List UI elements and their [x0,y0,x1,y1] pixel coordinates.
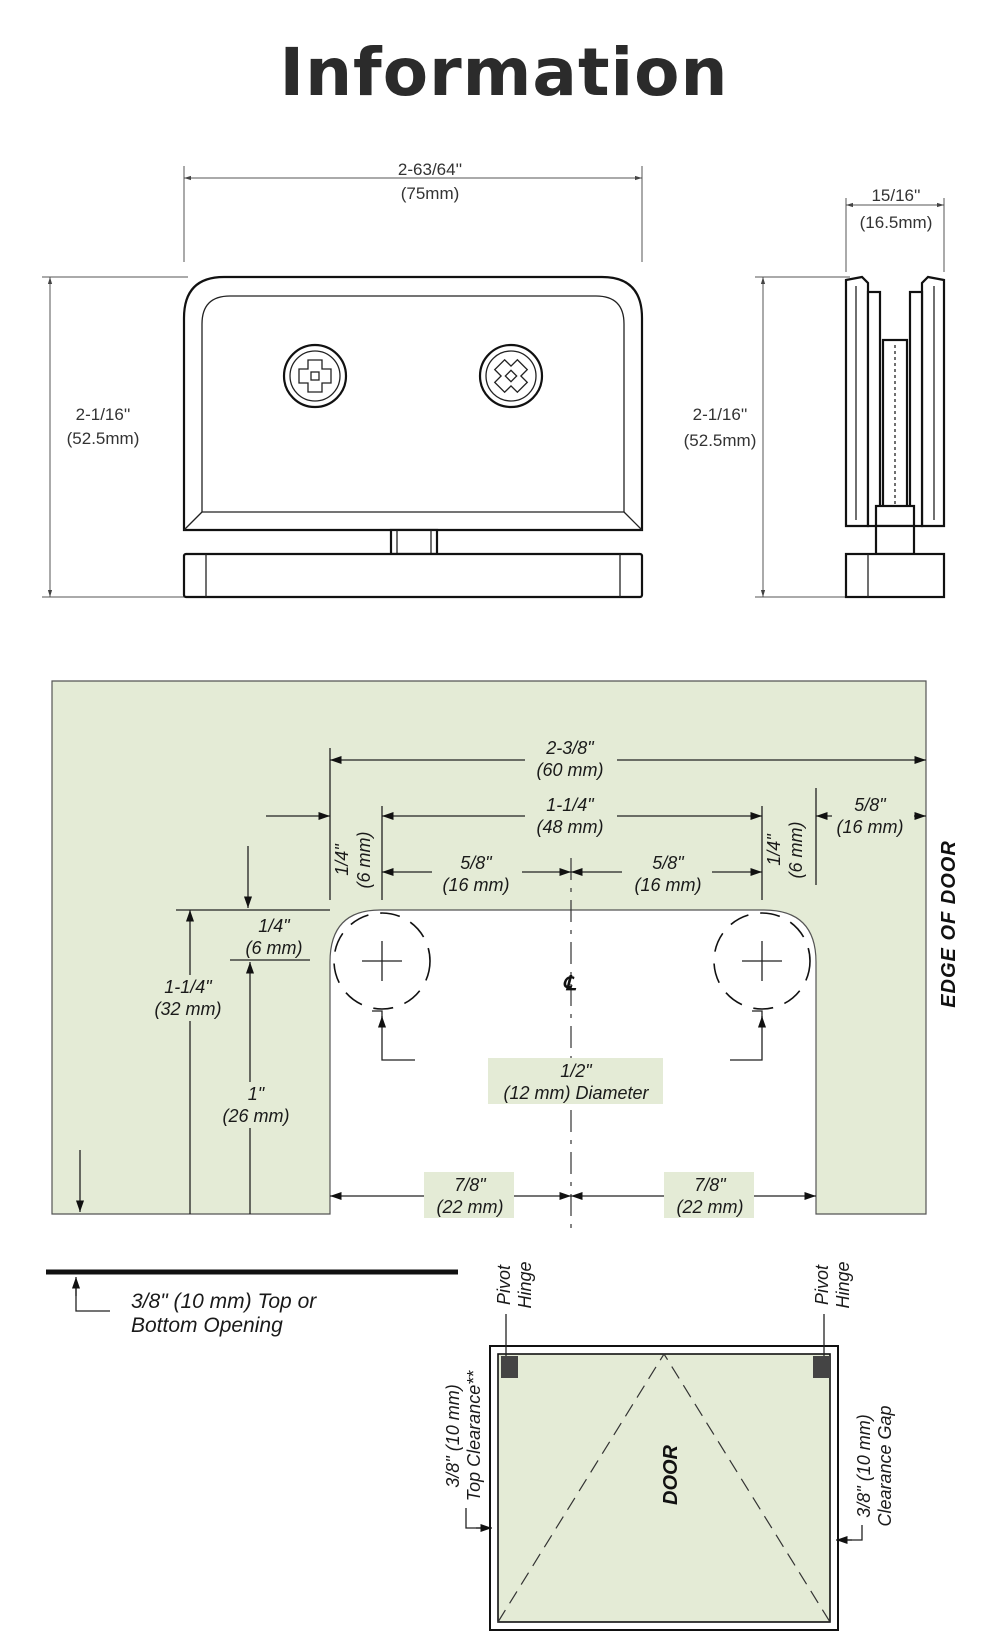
dim-depth-mm: (32 mm) [155,999,222,1019]
dim-overall-mm: (60 mm) [537,760,604,780]
pivot-left-line1: Pivot [494,1264,514,1305]
dim-depth: 1-1/4" [164,977,213,997]
dim-left-quarter-mm: (6 mm) [354,832,374,889]
side-clearance-line1: 3/8" (10 mm) [854,1414,874,1517]
side-base [844,552,946,599]
opening-note: 3/8" (10 mm) Top or Bottom Opening [46,1269,458,1337]
dim-top-offset-mm: (6 mm) [246,938,303,958]
edge-of-door-label: EDGE OF DOOR [938,840,960,1008]
clamp-base [182,552,644,599]
pivot-hinge-right [813,1356,830,1378]
door-panel [497,1353,831,1623]
pivot-right-line2: Hinge [833,1261,853,1308]
side-left-jaw [844,275,870,528]
dim-bottom-right-mm: (22 mm) [677,1197,744,1217]
page-title: Information [279,34,729,111]
side-clearance-line2: Clearance Gap [875,1405,895,1526]
dim-bottom-left: 7/8" [454,1175,487,1195]
side-thickness-mm: (16.5mm) [860,213,933,232]
pivot-stem [389,528,439,556]
side-right-jaw [920,275,946,528]
door-label: DOOR [660,1444,682,1505]
side-height-label: 2-1/16'' [693,405,748,424]
dim-hole-height: 1" [248,1084,266,1104]
hole-left [333,912,431,1010]
pivot-right-line1: Pivot [812,1264,832,1305]
dim-right-half: 5/8" [652,853,685,873]
dim-overall: 2-3/8" [545,738,595,758]
dim-right-quarter: 1/4" [764,833,784,866]
front-width-label: 2-63/64'' [398,160,462,179]
door-diagram: DOOR Pivot Hinge Pivot Hinge 3/8" (10 mm… [443,1261,895,1631]
dim-bottom-right: 7/8" [694,1175,727,1195]
dim-right-quarter-mm: (6 mm) [786,822,806,879]
side-thickness-label: 15/16'' [871,186,920,205]
screw-right [478,343,544,409]
dim-right-half-mm: (16 mm) [635,875,702,895]
dim-left-quarter: 1/4" [332,843,352,876]
screw-left [282,343,348,409]
front-view: 2-63/64'' (75mm) 2-1/16'' (52.5mm) [42,160,644,599]
dim-holes-mm: (48 mm) [537,817,604,837]
dim-edge-mm: (16 mm) [837,817,904,837]
glass-template-shape [51,680,927,1215]
opening-note-line2: Bottom Opening [131,1314,283,1337]
hole-diameter-text: (12 mm) Diameter [503,1083,649,1103]
side-height-mm: (52.5mm) [684,431,757,450]
opening-note-line1: 3/8" (10 mm) Top or [131,1290,317,1313]
dim-edge: 5/8" [854,795,887,815]
centerline-symbol: ℄ [563,973,577,995]
screw-left-slot-icon [298,359,332,393]
clamp-body-outline [182,275,644,532]
dim-left-half: 5/8" [460,853,493,873]
door-swing-lines [497,1352,831,1623]
pivot-left-line2: Hinge [515,1261,535,1308]
side-view: 15/16'' (16.5mm) 2-1/16'' (52.5mm) [680,186,946,599]
pivot-hinge-left [501,1356,518,1378]
side-pivot-stem [874,524,916,556]
front-width-mm: (75mm) [401,184,460,203]
cutout-template: ℄ 2-3/8" (60 mm) 1-1/4" (48 mm) 5/8" (16… [51,680,927,1232]
dim-bottom-left-mm: (22 mm) [437,1197,504,1217]
dim-left-half-mm: (16 mm) [443,875,510,895]
clamp-face [201,295,625,513]
hole-diameter: 1/2" [560,1061,593,1081]
top-clearance-line1: 3/8" (10 mm) [443,1384,463,1487]
front-height-label: 2-1/16'' [76,405,131,424]
side-glass-gap [881,338,909,528]
dim-top-offset: 1/4" [258,916,291,936]
screw-right-slot-icon [493,358,529,394]
hole-right [713,912,811,1010]
dim-hole-height-mm: (26 mm) [223,1106,290,1126]
top-clearance-line2: Top Clearance** [464,1370,484,1501]
dim-holes: 1-1/4" [546,795,595,815]
front-height-mm: (52.5mm) [67,429,140,448]
